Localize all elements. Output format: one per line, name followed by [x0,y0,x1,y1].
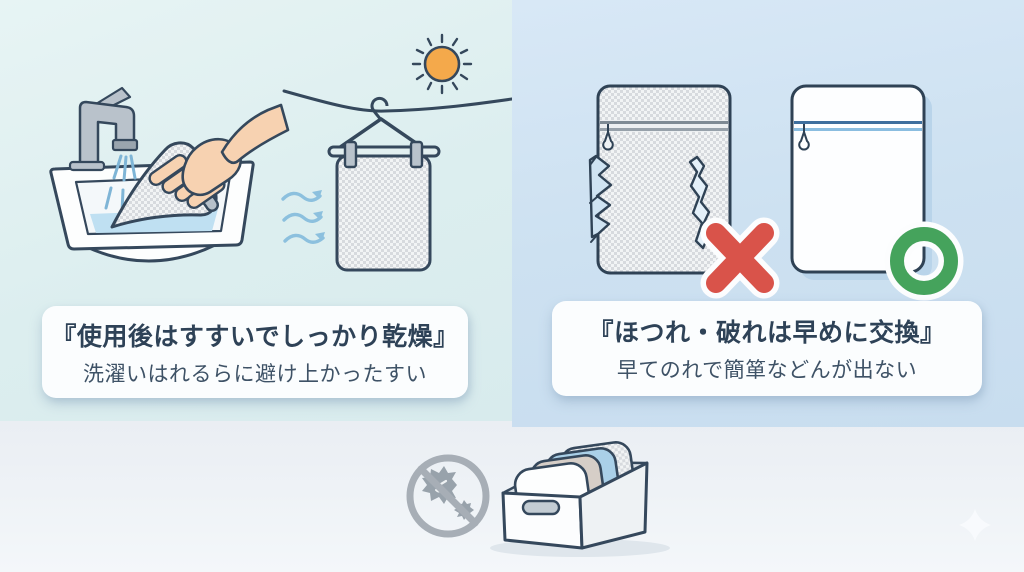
drying-net-bag-icon [335,154,432,272]
rinse-dry-art [49,33,512,272]
storage-box-with-nets-icon [490,441,670,557]
replace-art [588,84,964,301]
clothespin-icon [343,140,424,169]
sparkle-icon [959,509,991,541]
panel-rinse-dry [0,0,512,421]
faucet-icon [68,86,139,172]
o-mark-icon [884,221,964,301]
clothesline-icon [282,89,512,113]
torn-net-bag-icon [588,84,732,275]
caption-rinse-dry: 『使用後はすすいでしっかり乾燥』 洗濯いはれるらに避け上かったすい [42,306,468,398]
hand-washing-net-icon [110,103,290,229]
x-mark-icon [700,217,780,299]
bottom-strip [0,421,1024,572]
caption-rinse-dry-title: 『使用後はすすいでしっかり乾燥』 [51,322,459,351]
forearm [220,103,290,165]
caption-replace-title: 『ほつれ・破れは早めに交換』 [588,319,946,347]
frayed-edge [588,154,613,239]
caption-rinse-dry-subtitle: 洗濯いはれるらに避け上かったすい [83,362,427,386]
no-germs-icon [406,454,490,538]
footer-art [406,441,991,557]
sun-icon [411,33,473,95]
wind-arrows-icon [281,190,325,244]
caption-replace-subtitle: 早てのれで簡箪などんが出ない [616,359,918,382]
caption-replace: 『ほつれ・破れは早めに交換』 早てのれで簡箪などんが出ない [552,301,982,396]
